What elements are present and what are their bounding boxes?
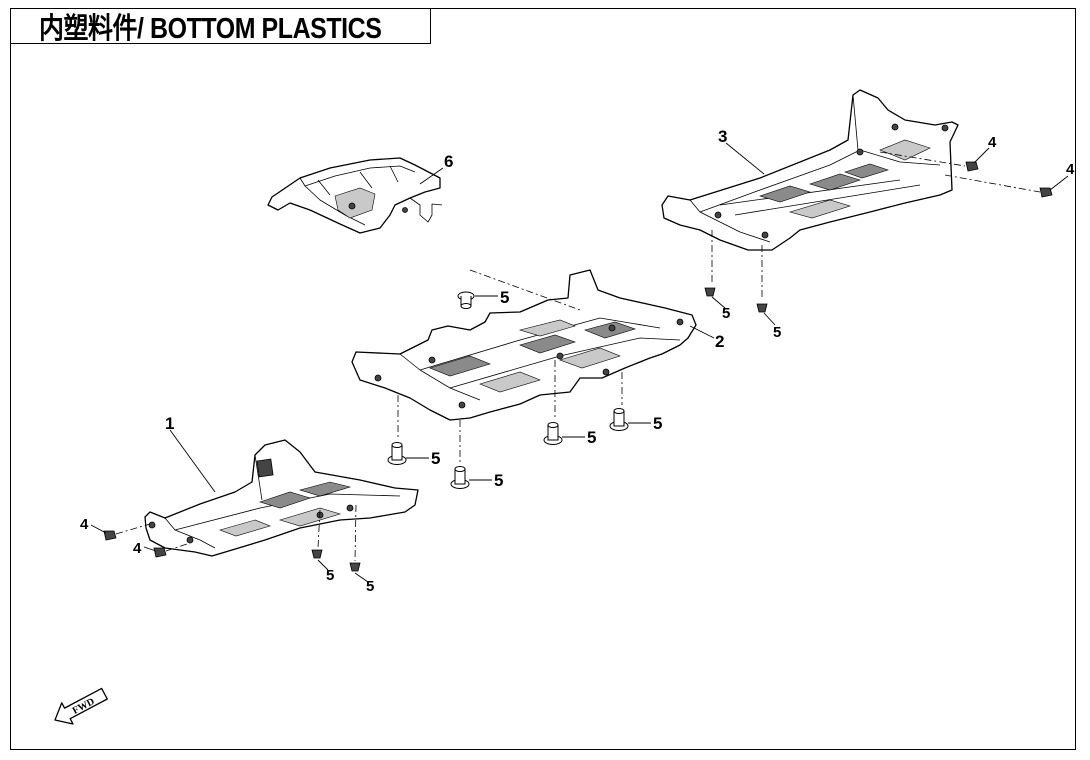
callout-5-g: 5 xyxy=(773,324,781,341)
callout-5-e: 5 xyxy=(653,414,662,433)
callout-5-h: 5 xyxy=(326,567,334,584)
part-3-skid-plate[interactable] xyxy=(661,89,959,251)
fastener-5-i[interactable] xyxy=(349,562,361,572)
part-2-skid-plate[interactable] xyxy=(351,269,697,421)
callout-5-c: 5 xyxy=(494,471,503,490)
alignment-lines xyxy=(115,151,1041,562)
fastener-5-h[interactable] xyxy=(311,549,323,559)
fastener-5-d[interactable] xyxy=(543,422,563,445)
callout-2: 2 xyxy=(715,332,724,351)
callout-4-d: 4 xyxy=(1066,161,1075,178)
title-box: 内塑料件/ BOTTOM PLASTICS xyxy=(10,8,431,45)
callout-5-f: 5 xyxy=(722,305,730,322)
fastener-5-f[interactable] xyxy=(704,287,716,297)
fastener-4-c[interactable] xyxy=(965,161,979,172)
callout-5-i: 5 xyxy=(366,578,374,595)
fastener-4-a[interactable] xyxy=(103,530,117,541)
callout-5-d: 5 xyxy=(587,428,596,447)
fastener-5-b[interactable] xyxy=(387,442,407,465)
fastener-5-g[interactable] xyxy=(756,303,768,313)
fastener-5-c[interactable] xyxy=(450,466,470,489)
fastener-5-e[interactable] xyxy=(609,408,629,431)
part-1-skid-plate[interactable] xyxy=(144,439,419,557)
callout-4-b: 4 xyxy=(133,540,142,557)
fwd-arrow-icon: FWD xyxy=(54,687,108,725)
fwd-label: FWD xyxy=(71,696,97,717)
callout-4-a: 4 xyxy=(80,516,89,533)
fastener-4-d[interactable] xyxy=(1039,187,1053,198)
page-title: 内塑料件/ BOTTOM PLASTICS xyxy=(39,13,382,45)
part-6-cover[interactable] xyxy=(267,157,443,234)
leader-lines xyxy=(90,142,1069,583)
callout-4-c: 4 xyxy=(988,134,997,151)
fastener-4-b[interactable] xyxy=(153,547,167,558)
fastener-5-a[interactable] xyxy=(457,291,475,309)
callout-5-b: 5 xyxy=(431,449,440,468)
callout-1: 1 xyxy=(165,414,174,433)
callout-3: 3 xyxy=(718,127,727,146)
callout-6: 6 xyxy=(444,152,453,171)
callout-5-a: 5 xyxy=(500,288,509,307)
